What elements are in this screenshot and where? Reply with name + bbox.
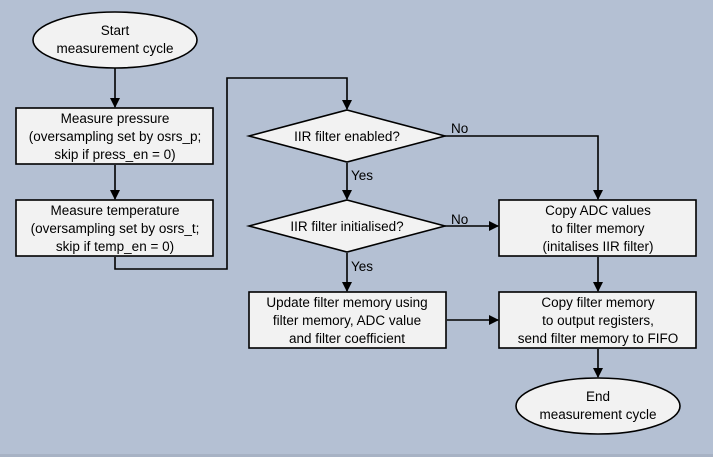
node-iir-enabled: IIR filter enabled? <box>245 109 449 163</box>
node-update-filter-line-3: and filter coefficient <box>289 331 405 346</box>
node-end-line-1: End <box>586 389 610 404</box>
node-iir-enabled-text: IIR filter enabled? <box>294 129 400 144</box>
node-copy-filter-line-1: Copy filter memory <box>541 295 655 310</box>
node-measure-pressure-line-1: Measure pressure <box>61 111 170 126</box>
node-end: End measurement cycle <box>515 377 681 435</box>
node-measure-temperature: Measure temperature (oversampling set by… <box>15 199 214 257</box>
node-update-filter-line-2: filter memory, ADC value <box>273 313 421 328</box>
node-measure-temperature-line-1: Measure temperature <box>50 203 179 218</box>
node-copy-adc-line-1: Copy ADC values <box>545 203 651 218</box>
node-start-line-1: Start <box>101 23 130 38</box>
node-iir-initialised: IIR filter initialised? <box>245 199 449 253</box>
node-end-line-2: measurement cycle <box>539 407 656 422</box>
edge-label-no-enabled: No <box>451 121 468 136</box>
node-copy-filter-line-3: send filter memory to FIFO <box>518 331 679 346</box>
node-copy-adc-line-2: to filter memory <box>551 221 644 236</box>
node-update-filter-line-1: Update filter memory using <box>266 295 427 310</box>
node-copy-adc-line-3: (initalises IIR filter) <box>542 239 653 254</box>
edges <box>110 68 603 378</box>
node-measure-pressure-line-3: skip if press_en = 0) <box>54 147 175 162</box>
node-iir-initialised-text: IIR filter initialised? <box>290 219 403 234</box>
node-start: Start measurement cycle <box>32 11 198 69</box>
node-copy-filter: Copy filter memory to output registers, … <box>498 291 697 349</box>
node-measure-temperature-line-2: (oversampling set by osrs_t; <box>31 221 200 236</box>
node-measure-temperature-line-3: skip if temp_en = 0) <box>56 239 174 254</box>
node-measure-pressure: Measure pressure (oversampling set by os… <box>15 107 214 165</box>
node-measure-pressure-line-2: (oversampling set by osrs_p; <box>29 129 202 144</box>
edge-iir-enabled-no <box>445 135 603 200</box>
edge-temperature-to-iir-enabled <box>114 77 352 270</box>
node-start-line-2: measurement cycle <box>56 41 173 56</box>
node-copy-filter-line-2: to output registers, <box>542 313 654 328</box>
node-update-filter: Update filter memory using filter memory… <box>248 291 447 349</box>
edge-label-no-initialised: No <box>451 212 468 227</box>
node-copy-adc: Copy ADC values to filter memory (inital… <box>498 199 697 257</box>
bottom-border <box>0 454 713 457</box>
edge-label-yes-enabled: Yes <box>351 168 373 183</box>
edge-label-yes-initialised: Yes <box>351 259 373 274</box>
